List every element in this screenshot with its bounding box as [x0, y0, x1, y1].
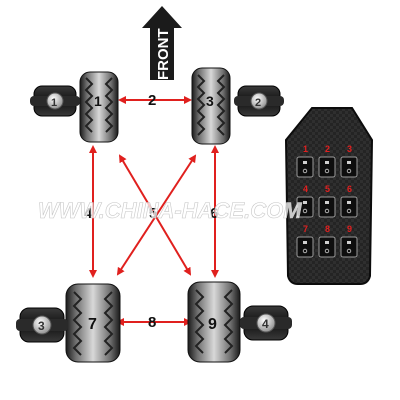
switch-indicator-icon — [346, 168, 352, 174]
airbag-label: 4 — [262, 317, 269, 331]
switch-indicator-icon — [302, 248, 308, 254]
switch-indicator-icon — [347, 161, 351, 164]
airbag-label: 3 — [38, 319, 45, 333]
remote-control: 1 2 3 4 5 6 7 8 9 — [284, 107, 374, 285]
connection-arrows — [89, 96, 219, 326]
airbag-label: 2 — [255, 97, 261, 109]
rocker-switch-body[interactable] — [318, 156, 336, 178]
rocker-switch-4[interactable]: 4 — [296, 184, 314, 218]
rocker-switch-1[interactable]: 1 — [296, 144, 314, 178]
switch-indicator-icon — [325, 241, 329, 244]
switch-label: 6 — [347, 184, 352, 194]
connection-label: 4 — [84, 205, 93, 222]
rocker-switch-body[interactable] — [340, 196, 358, 218]
front-arrow-icon — [142, 6, 182, 80]
airbag-rear-left: 3 — [16, 307, 68, 343]
switch-indicator-icon — [303, 241, 307, 244]
connection-label: 8 — [148, 314, 156, 331]
airbag-front-left: 1 — [30, 85, 80, 117]
wheel-label: 3 — [206, 93, 214, 109]
rocker-switch-7[interactable]: 7 — [296, 224, 314, 258]
switch-label: 3 — [347, 144, 352, 154]
wheel-front-right: 3 — [191, 67, 231, 145]
airbag-front-right: 2 — [234, 85, 284, 117]
rocker-switch-5[interactable]: 5 — [318, 184, 336, 218]
wheel-rear-left: 7 — [65, 283, 121, 363]
switch-label: 8 — [325, 224, 330, 234]
switch-indicator-icon — [303, 161, 307, 164]
rocker-switch-2[interactable]: 2 — [318, 144, 336, 178]
connection-label: 5 — [149, 205, 157, 222]
switch-indicator-icon — [347, 201, 351, 204]
switch-label: 7 — [303, 224, 308, 234]
wheel-label: 1 — [94, 93, 102, 109]
front-label: FRONT — [155, 28, 172, 80]
front-direction-arrow: FRONT — [142, 6, 182, 80]
watermark: WWW.CHINA-HACE.COM — [38, 198, 302, 223]
switch-label: 9 — [347, 224, 352, 234]
rocker-switch-body[interactable] — [318, 196, 336, 218]
switch-label: 1 — [303, 144, 308, 154]
switch-indicator-icon — [302, 168, 308, 174]
switch-indicator-icon — [302, 208, 308, 214]
switch-indicator-icon — [346, 208, 352, 214]
rocker-switch-body[interactable] — [296, 236, 314, 258]
wheel-label: 7 — [88, 316, 97, 333]
switch-indicator-icon — [303, 201, 307, 204]
connection-arrow-3-7 — [116, 154, 197, 276]
connection-label: 2 — [148, 92, 156, 109]
rocker-switch-8[interactable]: 8 — [318, 224, 336, 258]
rocker-switch-body[interactable] — [340, 236, 358, 258]
switch-indicator-icon — [324, 248, 330, 254]
rocker-switch-body[interactable] — [318, 236, 336, 258]
switch-indicator-icon — [346, 248, 352, 254]
wheel-rear-right: 9 — [187, 281, 241, 363]
switch-indicator-icon — [347, 241, 351, 244]
switch-label: 5 — [325, 184, 330, 194]
rocker-switch-body[interactable] — [296, 156, 314, 178]
switch-label: 4 — [303, 184, 308, 194]
rocker-switch-3[interactable]: 3 — [340, 144, 358, 178]
switch-indicator-icon — [324, 168, 330, 174]
switch-label: 2 — [325, 144, 330, 154]
switch-indicator-icon — [325, 201, 329, 204]
airbag-label: 1 — [51, 97, 57, 109]
airbag-rear-right: 4 — [240, 305, 292, 341]
switch-indicator-icon — [324, 208, 330, 214]
switch-indicator-icon — [325, 161, 329, 164]
wheel-label: 9 — [208, 316, 217, 333]
rocker-switch-body[interactable] — [340, 156, 358, 178]
remote-switch-grid: 1 2 3 4 5 6 7 8 9 — [296, 144, 358, 258]
rocker-switch-6[interactable]: 6 — [340, 184, 358, 218]
rocker-switch-body[interactable] — [296, 196, 314, 218]
wheel-front-left: 1 — [79, 71, 119, 143]
connection-label: 6 — [210, 205, 218, 222]
rocker-switch-9[interactable]: 9 — [340, 224, 358, 258]
